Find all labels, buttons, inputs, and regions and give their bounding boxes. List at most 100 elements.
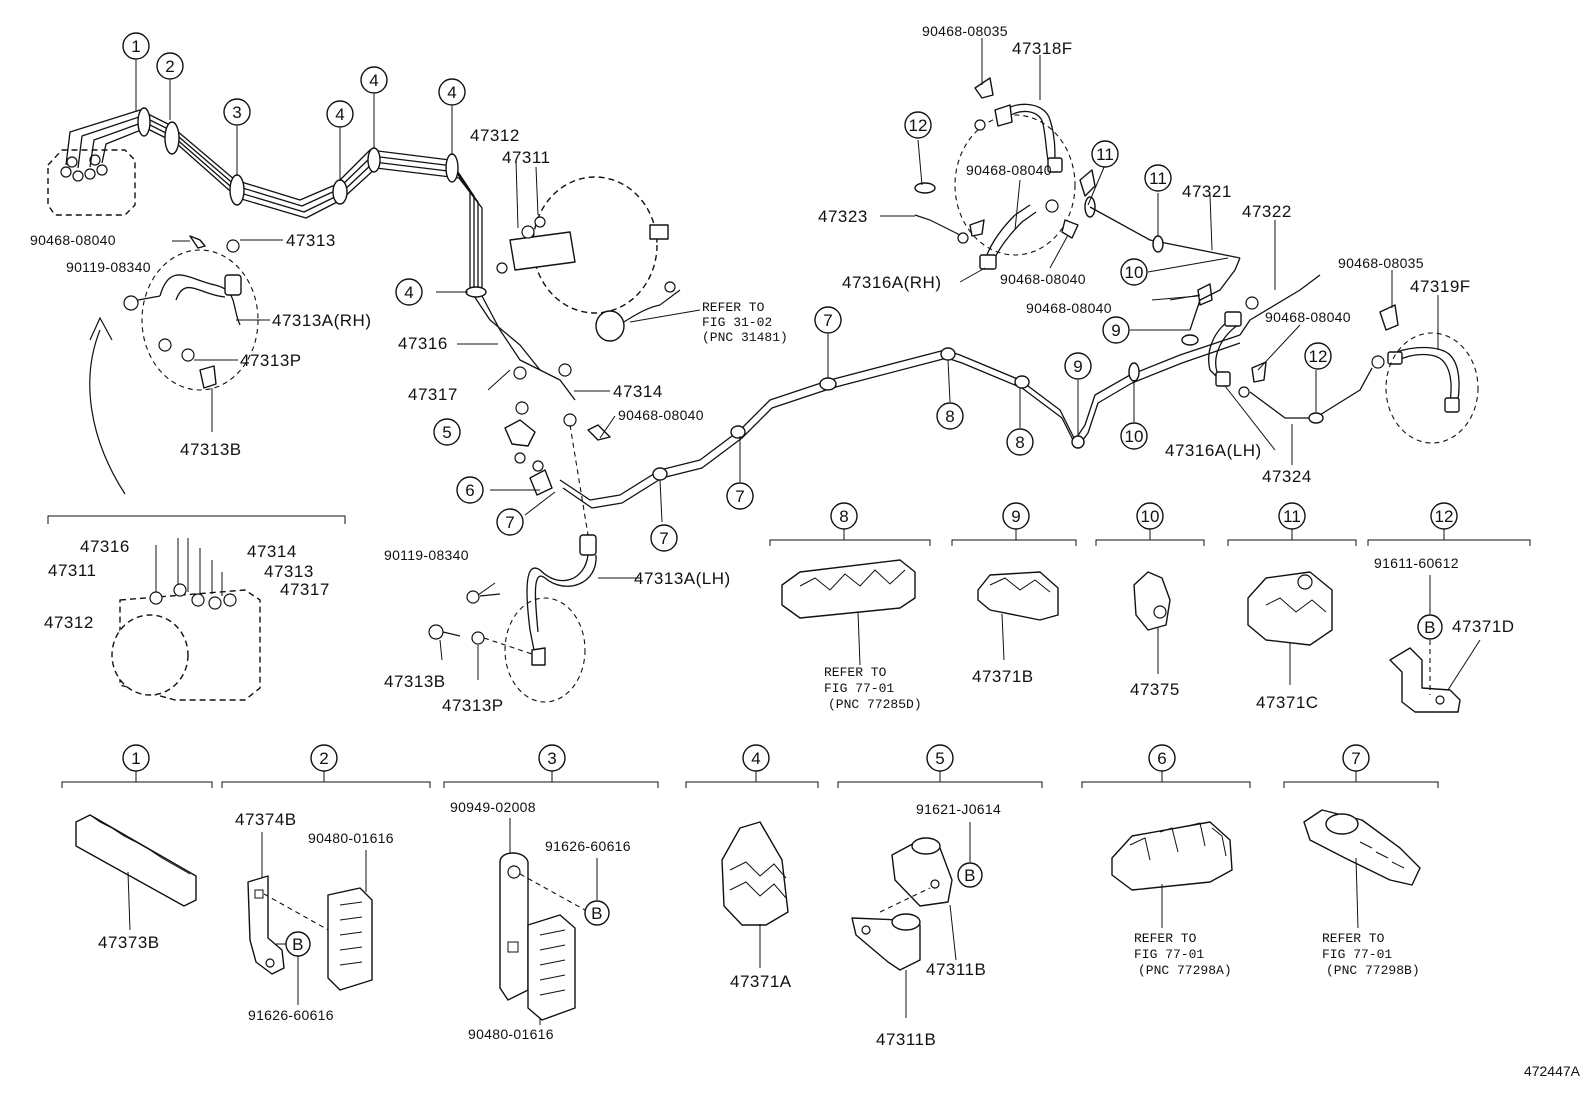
label-47313P-a: 47313P [240, 351, 302, 370]
label-47313-a: 47313 [286, 231, 336, 250]
label-47322: 47322 [1242, 202, 1292, 221]
callout-8a: 8 [945, 407, 954, 426]
abs-unit-top [47, 149, 136, 216]
label-47314-a: 47314 [613, 382, 663, 401]
ref-31-line3: (PNC 31481) [702, 330, 788, 345]
label-90480-01616-a: 90480-01616 [308, 830, 394, 846]
ref-772-line1: REFER TO [824, 665, 887, 680]
label-47371A: 47371A [730, 972, 792, 991]
label-47313A-RH: 47313A(RH) [272, 311, 372, 330]
detail-callout-3: 3 [547, 749, 556, 768]
detail-callout-6: 6 [1157, 749, 1166, 768]
detail-callout-2: 2 [319, 749, 328, 768]
callout-4c: 4 [447, 83, 456, 102]
detail-callout-1: 1 [131, 749, 140, 768]
detail-callout-10: 10 [1141, 507, 1160, 526]
label-47313P-b: 47313P [442, 696, 504, 715]
label-90468-08035-a: 90468-08035 [922, 23, 1008, 39]
callout-6: 6 [465, 481, 474, 500]
label-90468-08035-b: 90468-08035 [1338, 255, 1424, 271]
label-90468-08040-c: 90468-08040 [966, 162, 1052, 178]
label-90119-08340-b: 90119-08340 [384, 547, 469, 563]
rear-right-hose-area [914, 77, 1241, 306]
ref-298B-line1: REFER TO [1322, 931, 1385, 946]
callout-7a: 7 [505, 513, 514, 532]
label-47324: 47324 [1262, 467, 1312, 486]
callout-8b: 8 [1015, 433, 1024, 452]
ref-298B-line3: (PNC 77298B) [1326, 963, 1420, 978]
callout-4d: 4 [404, 283, 413, 302]
leader-lines [135, 38, 1439, 680]
label-90468-08040-f: 90468-08040 [1265, 309, 1351, 325]
labels-main: 90468-08040 47313 90119-08340 47313A(RH)… [30, 23, 1471, 715]
callout-9b: 9 [1111, 321, 1120, 340]
label-91611-60612: 91611-60612 [1374, 555, 1459, 571]
callout-12a: 12 [909, 116, 928, 135]
brake-booster [509, 176, 681, 342]
label-90119-08340-a: 90119-08340 [66, 259, 151, 275]
label-47318F: 47318F [1012, 39, 1073, 58]
label-47316A-RH: 47316A(RH) [842, 273, 942, 292]
label-91626-60616-a: 91626-60616 [248, 1007, 334, 1023]
label-90468-08040-e: 90468-08040 [1026, 300, 1112, 316]
label-47319F: 47319F [1410, 277, 1471, 296]
ref-298A-line2: FIG 77-01 [1134, 947, 1204, 962]
label-detail-47312: 47312 [44, 613, 94, 632]
detail-callout-7: 7 [1351, 749, 1360, 768]
callout-12b: 12 [1309, 347, 1328, 366]
callout-9a: 9 [1073, 357, 1082, 376]
detail-callout-4: 4 [751, 749, 760, 768]
ref-772-line3: (PNC 77285D) [828, 697, 922, 712]
fastener-group-left [123, 235, 259, 391]
label-90480-01616-b: 90480-01616 [468, 1026, 554, 1042]
ref-298B-line2: FIG 77-01 [1322, 947, 1392, 962]
label-47371B: 47371B [972, 667, 1034, 686]
callout-3: 3 [232, 103, 241, 122]
label-47312-a: 47312 [470, 126, 520, 145]
callout-4b: 4 [369, 71, 378, 90]
label-47321: 47321 [1182, 182, 1232, 201]
bolt-mark-b-2: B [292, 935, 304, 954]
rear-left-hose-area [1189, 257, 1479, 444]
detail-callout-12: 12 [1435, 507, 1454, 526]
detail-callout-11: 11 [1283, 507, 1301, 526]
callout-1: 1 [131, 37, 140, 56]
callout-11b: 11 [1096, 145, 1114, 164]
label-90468-08040-a: 90468-08040 [30, 232, 116, 248]
callout-4a: 4 [335, 105, 344, 124]
label-47311B-b: 47311B [876, 1030, 936, 1049]
label-47317-a: 47317 [408, 385, 458, 404]
label-91621-J0614: 91621-J0614 [916, 801, 1001, 817]
label-90468-08040-d: 90468-08040 [1000, 271, 1086, 287]
label-detail-47316: 47316 [80, 537, 130, 556]
abs-detail [47, 515, 346, 701]
bolt-mark-b-4: B [964, 866, 976, 885]
label-47313A-LH: 47313A(LH) [634, 569, 731, 588]
ref-772-line2: FIG 77-01 [824, 681, 894, 696]
label-47316-a: 47316 [398, 334, 448, 353]
callout-5: 5 [442, 423, 451, 442]
callouts-main: 1 2 3 4 4 4 4 5 6 7 7 7 7 8 8 9 9 10 10 … [122, 32, 1332, 552]
detail-row-2: 1 47373B 2 47374B 90480-01616 B 91626-60… [61, 744, 1439, 1049]
callout-2: 2 [165, 57, 174, 76]
ref-298A-line1: REFER TO [1134, 931, 1197, 946]
detail-callout-9: 9 [1011, 507, 1020, 526]
label-47311B-a: 47311B [926, 960, 986, 979]
label-47375: 47375 [1130, 680, 1180, 699]
label-detail-47311: 47311 [48, 561, 97, 580]
label-detail-47317: 47317 [280, 580, 330, 599]
detail-row-1: 8 REFER TO FIG 77-01 (PNC 77285D) 9 4737… [769, 502, 1531, 713]
callout-7d: 7 [823, 311, 832, 330]
callout-10b: 10 [1125, 263, 1144, 282]
detail-callout-5: 5 [935, 749, 944, 768]
bolt-mark-b-3: B [591, 904, 603, 923]
label-detail-47314: 47314 [247, 542, 297, 561]
callout-7b: 7 [659, 529, 668, 548]
label-47313B-b: 47313B [384, 672, 446, 691]
callout-11a: 11 [1149, 169, 1167, 188]
label-90468-08040-b: 90468-08040 [618, 407, 704, 423]
label-47316A-LH: 47316A(LH) [1165, 441, 1262, 460]
label-90949-02008: 90949-02008 [450, 799, 536, 815]
callout-7c: 7 [735, 487, 744, 506]
